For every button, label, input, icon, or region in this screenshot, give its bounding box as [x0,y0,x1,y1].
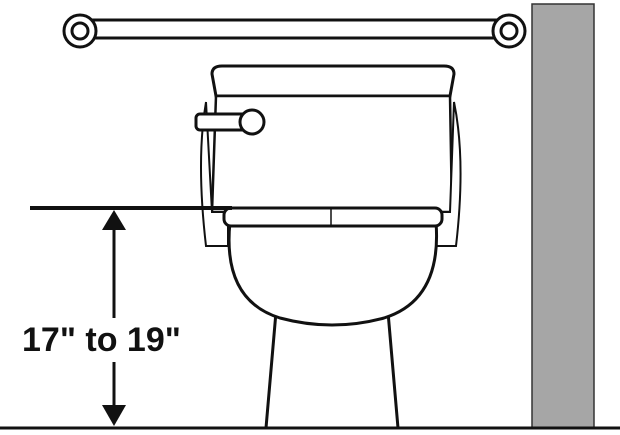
toilet-bowl-icon [222,206,444,430]
dimension-label: 17" to 19" [22,318,232,362]
grab-bar-icon [62,13,527,49]
flush-handle-icon [194,108,266,136]
toilet-tank-icon [200,64,462,247]
side-wall [531,3,595,429]
